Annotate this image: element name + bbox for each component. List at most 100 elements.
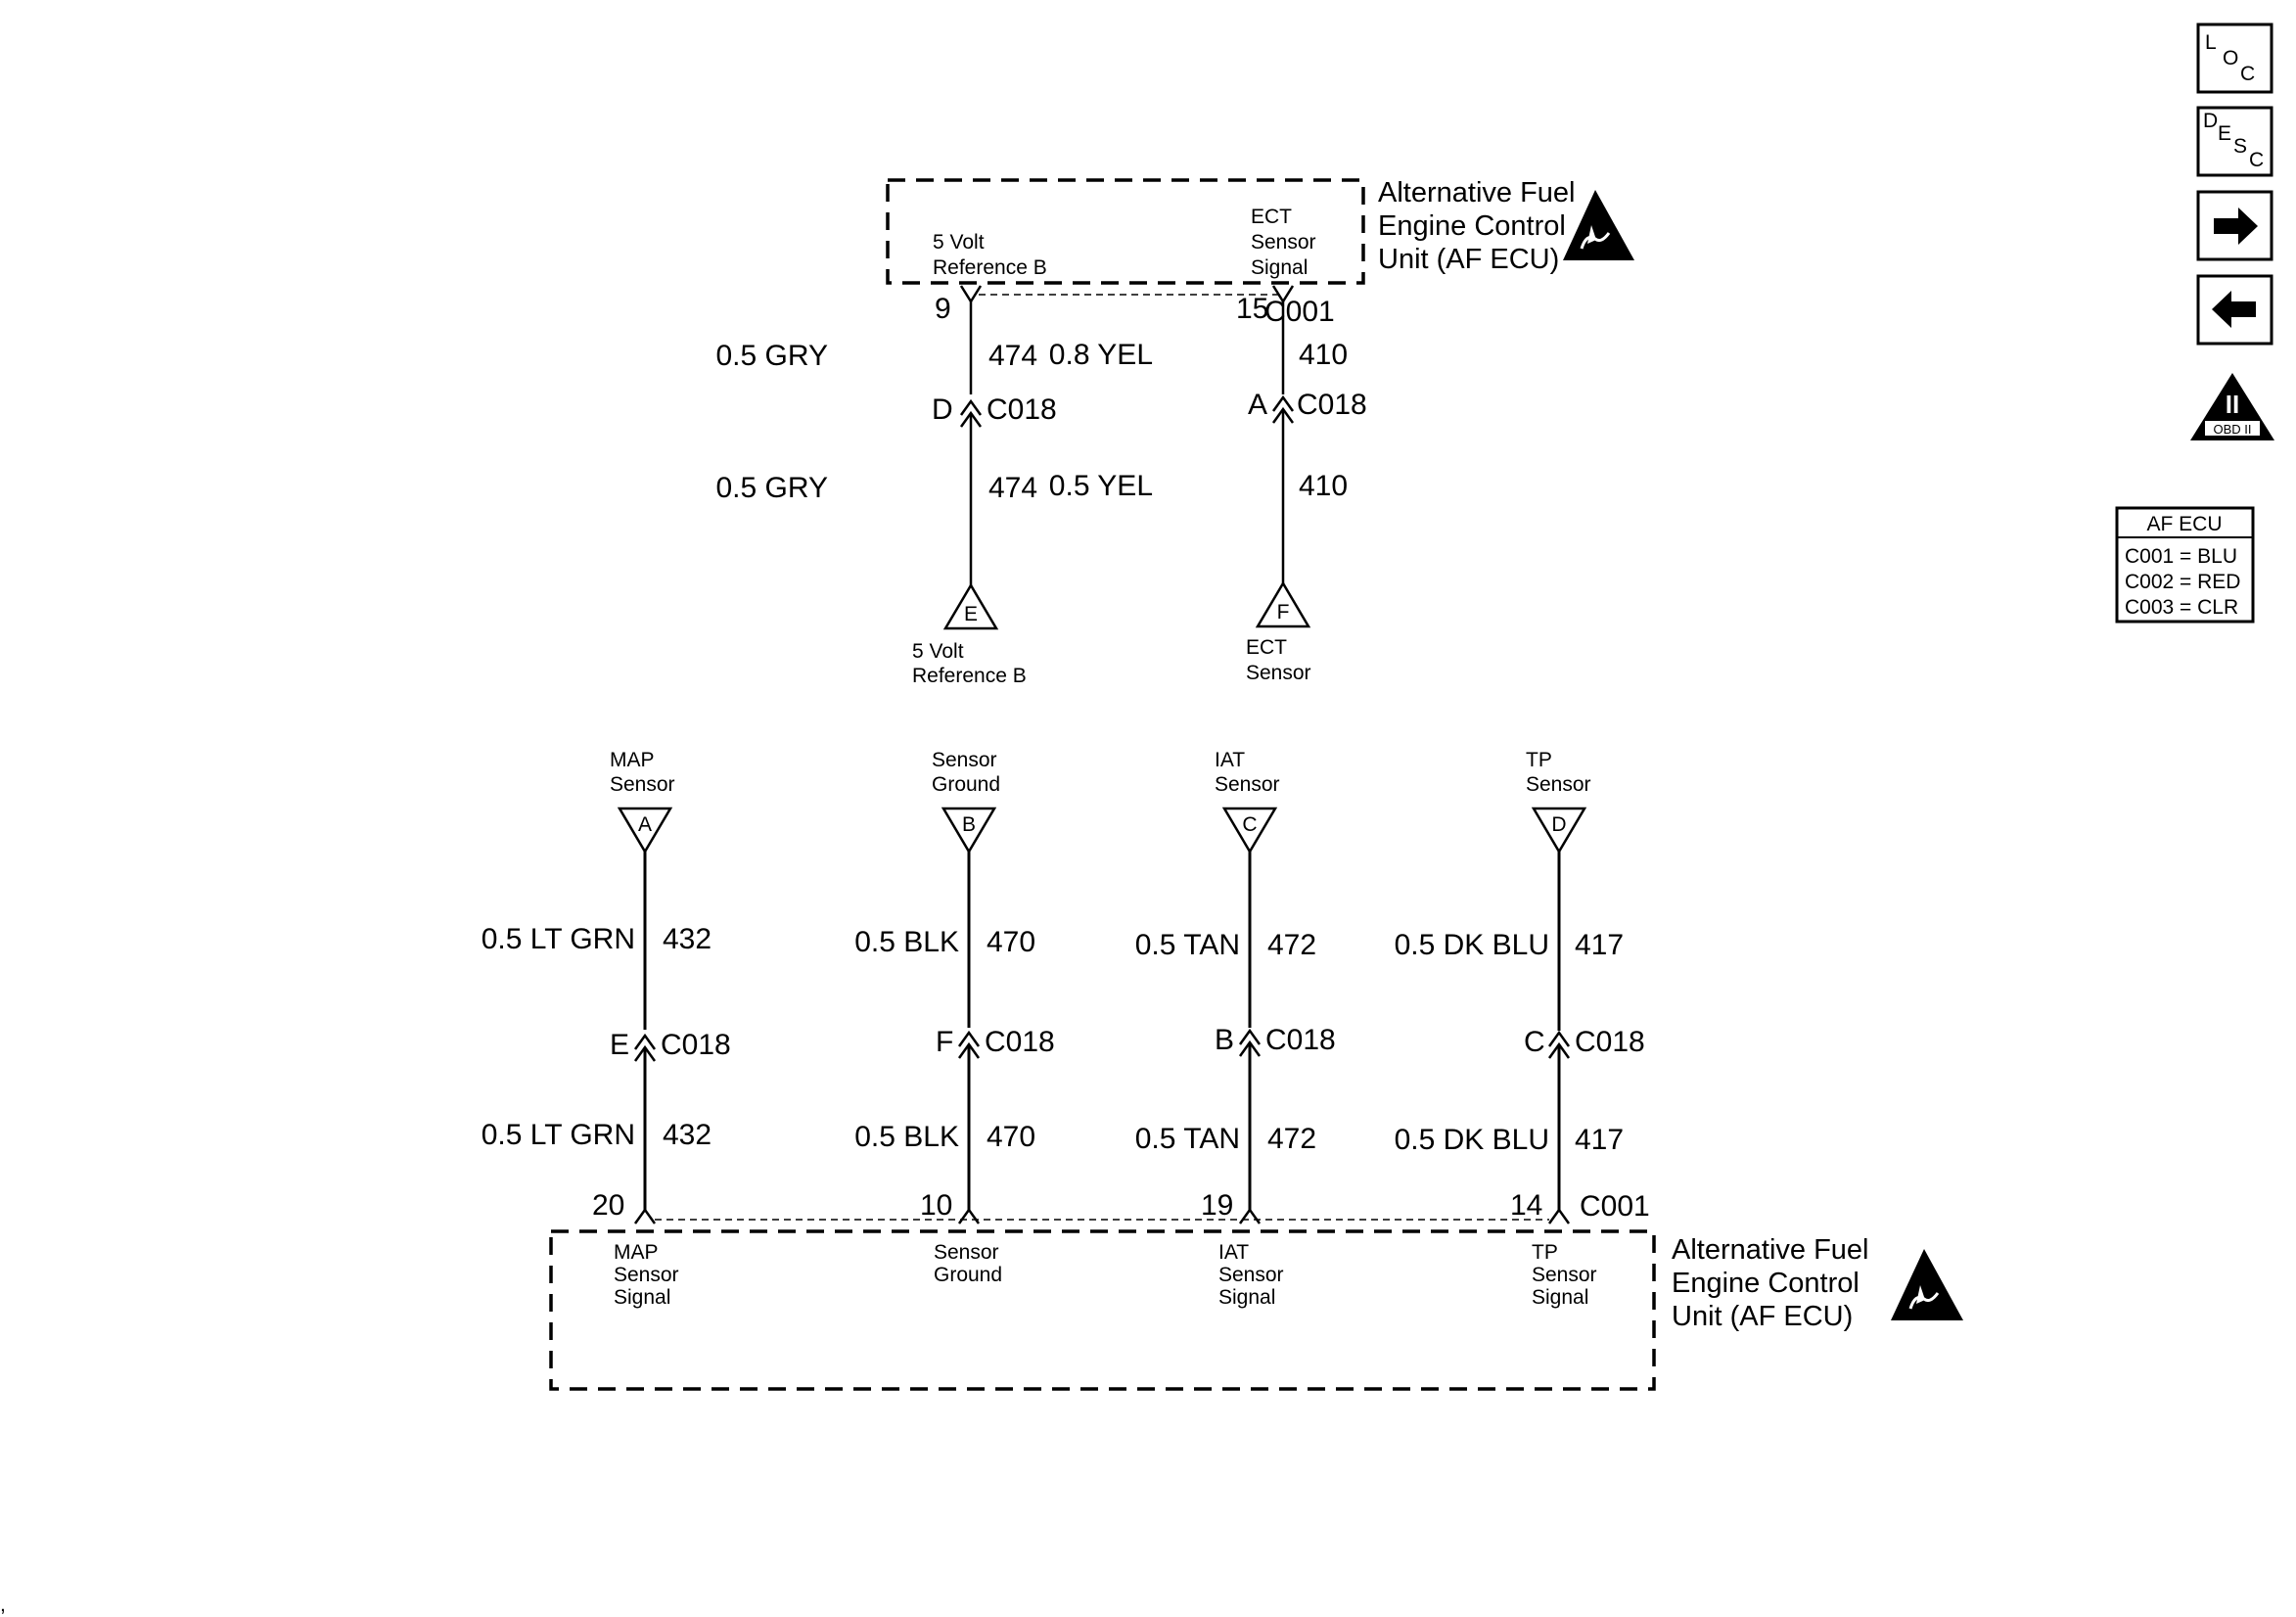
ecu-top-pin-label-ref: 5 Volt	[933, 231, 985, 254]
circuit-number: 472	[1267, 1123, 1316, 1155]
terminal-letter: F	[1277, 601, 1290, 624]
legend-row: C001 = BLU	[2125, 545, 2237, 568]
terminal-letter: E	[964, 603, 978, 625]
terminal-label: Ground	[932, 773, 1000, 796]
circuit-number: 432	[663, 1119, 712, 1151]
obd-label: OBD II	[2213, 422, 2251, 437]
pin-number: 14	[1510, 1189, 1542, 1222]
ecu-top-pin-label-ref: Reference B	[933, 256, 1047, 279]
ecu-bottom-title: Engine Control	[1672, 1268, 1860, 1299]
pin-label: Sensor	[1218, 1264, 1284, 1286]
prev-button[interactable]	[2196, 274, 2273, 346]
loc-button[interactable]: L O C	[2196, 23, 2273, 94]
wire-color: 0.5 BLK	[854, 1121, 959, 1153]
inline-connector: C018	[1575, 1026, 1645, 1058]
top-circuit-ect: 15 0.8 YEL 410 A C018 0.5 YEL 410 F ECT …	[1049, 285, 1367, 684]
terminal-label: MAP	[610, 749, 655, 771]
terminal-triangle-icon	[617, 807, 673, 855]
pin-label: Signal	[1218, 1286, 1275, 1309]
inline-connector: C018	[661, 1029, 731, 1061]
pin-label: TP	[1532, 1241, 1558, 1264]
pin-label: IAT	[1218, 1241, 1249, 1264]
desc-letter: E	[2218, 122, 2231, 145]
terminal-triangle-icon	[1255, 580, 1311, 628]
wire-color: 0.5 YEL	[1049, 470, 1153, 502]
inline-connector: C018	[1297, 389, 1367, 421]
connector-legend: AF ECU C001 = BLU C002 = RED C003 = CLR	[2115, 506, 2255, 624]
next-button[interactable]	[2196, 190, 2273, 261]
pin-fork	[959, 285, 983, 304]
ecu-bottom-box	[549, 1229, 1656, 1391]
esd-warning-icon	[1891, 1249, 1963, 1320]
terminal-letter: D	[1551, 813, 1566, 836]
arrow-left-icon	[2212, 291, 2256, 328]
terminal-triangle-icon	[1531, 807, 1587, 855]
wire-color: 0.5 DK BLU	[1395, 1124, 1549, 1156]
circuit-number: 472	[1267, 929, 1316, 961]
ecu-bottom-title: Unit (AF ECU)	[1672, 1301, 1853, 1332]
circuit-number: 417	[1575, 1124, 1624, 1156]
loc-letter: L	[2205, 31, 2217, 54]
pin-label: Ground	[934, 1264, 1002, 1286]
bottom-circuit-map: MAP Sensor A 0.5 LT GRN 432 E C018 0.5 L…	[482, 749, 731, 1309]
bottom-circuit-tp: TP Sensor D 0.5 DK BLU 417 C C018 0.5 DK…	[1395, 749, 1645, 1309]
terminal-label: Sensor	[932, 749, 997, 771]
legend-row: C002 = RED	[2125, 571, 2240, 593]
ecu-top-box	[886, 178, 1365, 285]
terminal-label: ECT	[1246, 636, 1287, 659]
pin-fork	[957, 1207, 981, 1224]
terminal-label: Sensor	[1526, 773, 1591, 796]
arrow-right-icon	[2214, 208, 2258, 245]
inline-cavity: E	[610, 1029, 629, 1061]
inline-cavity: B	[1215, 1024, 1234, 1056]
corner-mark: ,	[0, 1594, 6, 1616]
pin-number: 15	[1236, 293, 1268, 325]
wire-color: 0.5 TAN	[1135, 1123, 1240, 1155]
legend-row: C003 = CLR	[2125, 596, 2238, 619]
esd-warning-icon	[1563, 190, 1634, 260]
pin-number: 9	[935, 293, 951, 325]
pin-fork	[1547, 1207, 1571, 1224]
pin-label: Signal	[614, 1286, 670, 1309]
ecu-bottom-connector: C001	[1580, 1190, 1650, 1223]
inline-connector: C018	[985, 1026, 1055, 1058]
desc-letter: C	[2249, 149, 2264, 171]
pin-number: 20	[592, 1189, 624, 1222]
ecu-top-title: Engine Control	[1378, 210, 1566, 242]
ecu-bottom: C001 Alternative Fuel Engine Control Uni…	[549, 1190, 1963, 1391]
terminal-label: Sensor	[610, 773, 675, 796]
terminal-label: IAT	[1215, 749, 1245, 771]
terminal-letter: B	[962, 813, 976, 836]
inline-cavity: C	[1524, 1026, 1545, 1058]
wire-color: 0.5 DK BLU	[1395, 929, 1549, 961]
ecu-top: 5 Volt Reference B ECT Sensor Signal Alt…	[886, 177, 1634, 328]
loc-letter: O	[2223, 47, 2238, 69]
terminal-label: Sensor	[1246, 662, 1311, 684]
inline-connector: C018	[1265, 1024, 1336, 1056]
ecu-top-pin-label-ect: ECT	[1251, 206, 1292, 228]
wire-color: 0.5 BLK	[854, 926, 959, 958]
bottom-circuit-iat: IAT Sensor C 0.5 TAN 472 B C018 0.5 TAN …	[1135, 749, 1336, 1309]
desc-button[interactable]: D E S C	[2196, 106, 2273, 177]
terminal-letter: C	[1242, 813, 1257, 836]
terminal-triangle-icon	[941, 807, 997, 855]
wire-color: 0.5 GRY	[715, 472, 828, 504]
pin-fork	[633, 1207, 657, 1224]
desc-letter: S	[2233, 135, 2247, 158]
obd-ii-icon: II OBD II	[2190, 373, 2274, 440]
wire-color: 0.5 LT GRN	[482, 1119, 635, 1151]
legend-title: AF ECU	[2146, 513, 2222, 535]
wire-color: 0.5 LT GRN	[482, 923, 635, 955]
inline-cavity: D	[932, 393, 953, 426]
side-nav: L O C D E S C II OBD II	[2190, 23, 2274, 440]
terminal-label: Sensor	[1215, 773, 1280, 796]
pin-label: Sensor	[1532, 1264, 1597, 1286]
pin-label: Signal	[1532, 1286, 1588, 1309]
ecu-top-title: Alternative Fuel	[1378, 177, 1576, 208]
inline-connector: C018	[987, 393, 1057, 426]
inline-cavity: A	[1248, 389, 1267, 421]
ecu-bottom-title: Alternative Fuel	[1672, 1234, 1869, 1266]
ecu-top-pin-label-ect: Sensor	[1251, 231, 1316, 254]
obd-numeral: II	[2226, 390, 2239, 419]
